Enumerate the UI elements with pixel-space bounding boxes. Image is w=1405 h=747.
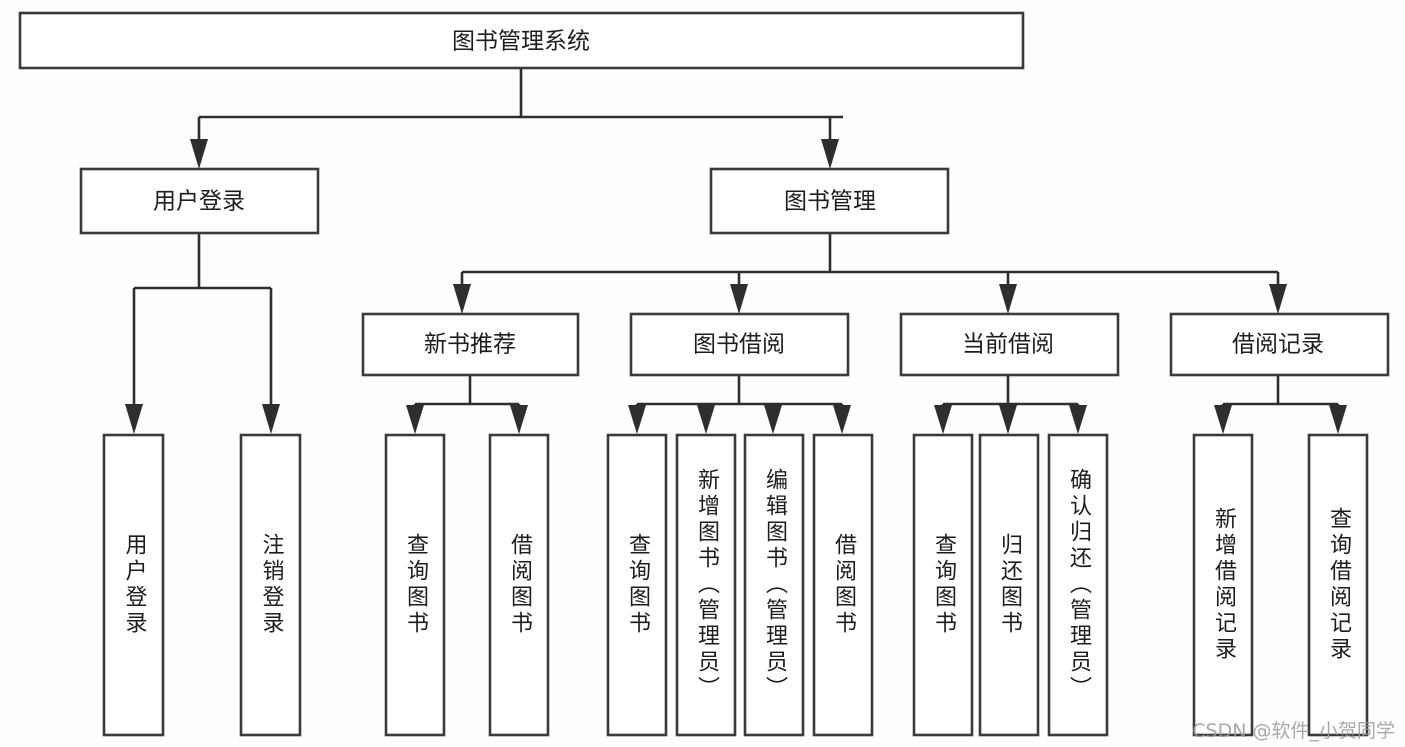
node-borrow-record-label: 借阅记录 (1232, 332, 1324, 358)
arrow-bookborrow-leaf-3 (764, 405, 782, 434)
arrow-bookborrow-leaf-4 (833, 405, 851, 434)
node-user-login[interactable]: 用户登录 (79, 167, 320, 235)
watermark-text: CSDN @软件_小贺同学 (1192, 720, 1395, 742)
node-borrow-record-rect[interactable] (1169, 312, 1390, 377)
arrow-currentborrow-leaf-3 (1069, 405, 1087, 434)
leaf-borrowrecord-add-rect[interactable] (1192, 433, 1254, 737)
node-book-borrow-rect[interactable] (629, 312, 850, 377)
arrow-bookborrow-leaf-2 (697, 405, 715, 434)
node-new-book-recommend[interactable]: 新书推荐 (361, 312, 580, 377)
arrow-borrowrecord (1269, 284, 1287, 314)
node-root-rect[interactable] (18, 11, 1025, 70)
leaf-boxes (102, 433, 1369, 737)
leaf-bookborrow-add-rect[interactable] (675, 433, 737, 737)
node-new-book-recommend-label: 新书推荐 (424, 332, 516, 358)
arrow-bookborrow (730, 284, 748, 314)
node-book-borrow[interactable]: 图书借阅 (629, 312, 850, 377)
node-book-management-label: 图书管理 (784, 189, 876, 215)
connectors (125, 68, 1347, 434)
leaf-bookborrow-edit-rect[interactable] (743, 433, 805, 737)
node-root-label: 图书管理系统 (452, 29, 590, 55)
arrow-bookborrow-leaf-1 (628, 405, 646, 434)
arrow-currentborrow-leaf-1 (934, 405, 952, 434)
leaf-bookborrow-query-rect[interactable] (606, 433, 668, 737)
node-current-borrow-label: 当前借阅 (962, 332, 1054, 358)
arrow-currentborrow (999, 284, 1017, 314)
leaf-bookborrow-lend-rect[interactable] (812, 433, 874, 737)
node-user-login-label: 用户登录 (153, 189, 245, 215)
node-book-borrow-label: 图书借阅 (693, 332, 785, 358)
leaf-currentborrow-query-rect[interactable] (912, 433, 974, 737)
leaf-newbook-query-rect[interactable] (384, 433, 446, 737)
node-book-management-rect[interactable] (709, 167, 950, 235)
arrow-newbook (453, 284, 471, 314)
arrow-user-login-leaf (125, 404, 143, 434)
arrow-newbook-leaf-1 (406, 405, 424, 434)
node-root[interactable]: 图书管理系统 (18, 11, 1025, 70)
node-book-management[interactable]: 图书管理 (709, 167, 950, 235)
node-user-login-rect[interactable] (79, 167, 320, 235)
arrow-newbook-leaf-2 (510, 405, 528, 434)
leaf-user-login-rect[interactable] (102, 433, 165, 737)
arrow-bookmgmt (821, 139, 839, 169)
arrow-userlogin (190, 139, 208, 169)
arrow-borrowrecord-leaf-2 (1329, 405, 1347, 434)
node-current-borrow-rect[interactable] (899, 312, 1120, 377)
arrow-currentborrow-leaf-2 (999, 405, 1017, 434)
leaf-logout-rect[interactable] (239, 433, 302, 737)
leaf-currentborrow-confirm-rect[interactable] (1047, 433, 1109, 737)
leaf-borrowrecord-query-rect[interactable] (1307, 433, 1369, 737)
arrow-borrowrecord-leaf-1 (1214, 405, 1232, 434)
node-current-borrow[interactable]: 当前借阅 (899, 312, 1120, 377)
node-borrow-record[interactable]: 借阅记录 (1169, 312, 1390, 377)
leaf-currentborrow-return-rect[interactable] (978, 433, 1040, 737)
node-new-book-recommend-rect[interactable] (361, 312, 580, 377)
leaf-newbook-borrow-rect[interactable] (488, 433, 550, 737)
arrow-logout-leaf (262, 404, 280, 434)
